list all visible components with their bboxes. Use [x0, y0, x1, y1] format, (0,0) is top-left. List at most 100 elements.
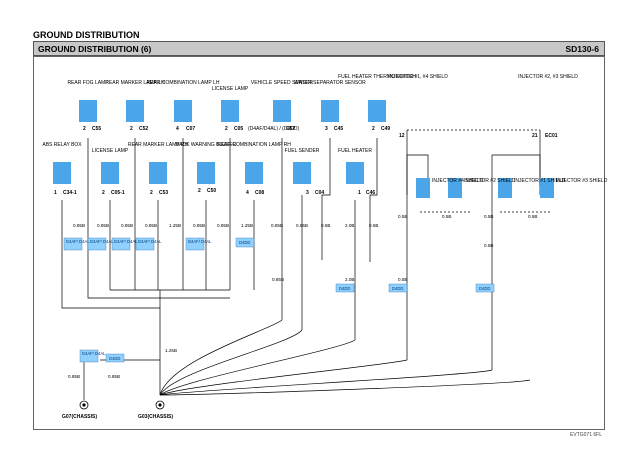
- gauge-5: 1.25B: [169, 223, 181, 228]
- license-label: LICENSE LAMP: [212, 86, 249, 92]
- inj23-label: INJECTOR #2, #3 SHIELD: [518, 74, 578, 80]
- conn-fuelheater-pin: 1: [358, 190, 361, 196]
- conn-fh-switch: C49: [381, 126, 390, 132]
- gauge-11: 0.5B: [321, 223, 330, 228]
- conn-comb-rh: C08: [255, 190, 264, 196]
- shield4-label: INJECTOR #4 SHIELD: [432, 178, 484, 184]
- wire-fan2: [159, 329, 303, 396]
- conn-license2: C05-1: [111, 190, 125, 196]
- wire-bundle: [110, 270, 255, 291]
- opt-4: D4AF/ D4AL: [138, 239, 162, 244]
- shield3-label: INJECTOR #3 SHIELD: [556, 178, 608, 184]
- conn-watersep-pin: 3: [325, 126, 328, 132]
- diagram-header-bar: GROUND DISTRIBUTION (6) SD130-6: [33, 41, 605, 56]
- gauge-12: 2.0B: [345, 223, 354, 228]
- marker-rh-label: REAR MARKER LAMP RH: [128, 142, 189, 148]
- opt-6: D4DD: [239, 240, 250, 245]
- opt-5: D4AF/ D4AL: [188, 239, 212, 244]
- vss-note: (D4AF/D4AL) / (D4DD): [248, 126, 299, 132]
- conn-comb-lh-pin: 4: [176, 126, 179, 132]
- rear-marker-lamp-rh: [149, 162, 167, 184]
- ground-g03-label: G03(CHASSIS): [138, 414, 173, 420]
- wire-fan1: [159, 319, 283, 396]
- conn-rear-fog: C55: [92, 126, 101, 132]
- opt-9: D4DD: [479, 286, 490, 291]
- opt-3: D4AF/ D4AL: [114, 239, 138, 244]
- rear-combination-lamp-lh: [174, 100, 192, 122]
- gauge-lower-3: 0.5B: [398, 277, 407, 282]
- conn-abs: C34-1: [63, 190, 77, 196]
- opt-10: D4AF/ D4AL: [82, 351, 106, 356]
- marker-lh-label: REAR MARKER LAMP LH: [105, 80, 165, 86]
- ground-g03-icon: [155, 400, 165, 410]
- rear-marker-lamp-lh: [126, 100, 144, 122]
- ground-g07-icon: [79, 400, 89, 410]
- vss-label: VEHICLE SPEED SENSOR: [251, 80, 314, 86]
- shield1-label: INJECTOR #1 SHIELD: [514, 178, 566, 184]
- gauge-7: 0.85B: [217, 223, 229, 228]
- fuel-sender: [293, 162, 311, 184]
- opt-2: D4AF/ D4AL: [90, 239, 114, 244]
- conn-vss: C57: [286, 126, 295, 132]
- fh-switch-label: FUEL HEATER THERMO SWITCH: [338, 74, 416, 80]
- wire-fan5: [159, 369, 493, 396]
- conn-marker-lh: C52: [139, 126, 148, 132]
- conn-rear-fog-pin: 2: [83, 126, 86, 132]
- conn-fuelheater: C46: [366, 190, 375, 196]
- conn-inj23: EC01: [545, 133, 558, 139]
- opt-1: D4AF/ D4AL: [66, 239, 90, 244]
- gauge-9: 0.85B: [271, 223, 283, 228]
- wire-fan3: [159, 339, 356, 396]
- section-title: GROUND DISTRIBUTION: [33, 30, 140, 40]
- conn-abs-pin: 1: [54, 190, 57, 196]
- conn-buzzer-pin: 2: [198, 188, 201, 194]
- conn-license-pin: 2: [225, 126, 228, 132]
- gauge-4: 0.85B: [145, 223, 157, 228]
- license2-label: LICENSE LAMP: [92, 148, 129, 154]
- gauge-15: 0.5B: [442, 214, 451, 219]
- watersep-label: WATER SEPARATOR SENSOR: [294, 80, 366, 86]
- rear-fog-label: REAR FOG LAMP: [67, 80, 109, 86]
- gauge-g07: 0.85B: [68, 374, 80, 379]
- rear-fog-lamp: [79, 100, 97, 122]
- gauge-17: 0.5B: [528, 214, 537, 219]
- license-lamp: [221, 100, 239, 122]
- conn-marker-rh-pin: 2: [150, 190, 153, 196]
- conn-watersep: C45: [334, 126, 343, 132]
- gauge-6: 0.85B: [193, 223, 205, 228]
- fuel-sender-label: FUEL SENDER: [285, 148, 320, 154]
- wire-rear-fog: [87, 138, 230, 299]
- injector-3-shield: [540, 178, 554, 198]
- gauge-13: 0.5B: [369, 223, 378, 228]
- ground-g07-label: G07(CHASSIS): [62, 414, 97, 420]
- fuel-heater-thermo-switch: [368, 100, 386, 122]
- gauge-g03: 0.85B: [108, 374, 120, 379]
- conn-marker-rh: C53: [159, 190, 168, 196]
- back-warning-buzzer: [197, 162, 215, 184]
- diagram-frame: [33, 56, 605, 430]
- gauge-1: 0.85B: [73, 223, 85, 228]
- gauge-14: 0.5B: [398, 214, 407, 219]
- gauge-16: 0.5B: [484, 214, 493, 219]
- figure-reference: EVTG071 6FL: [570, 432, 602, 438]
- license-lamp-2: [101, 162, 119, 184]
- vehicle-speed-sensor: [273, 100, 291, 122]
- opt-7: D4DD: [339, 286, 350, 291]
- fuel-heater-label: FUEL HEATER: [338, 148, 372, 154]
- conn-buzzer: C50: [207, 188, 216, 194]
- conn-comb-lh: C07: [186, 126, 195, 132]
- injector-1-shield: [498, 178, 512, 198]
- wire-abs: [61, 200, 160, 309]
- conn-inj14-pin: 12: [399, 133, 405, 139]
- gauge-18: 0.5B: [484, 243, 493, 248]
- conn-marker-lh-pin: 2: [130, 126, 133, 132]
- conn-inj23-pin: 21: [532, 133, 538, 139]
- inj14-label: INJECTOR #1, #4 SHIELD: [388, 74, 448, 80]
- gauge-2: 0.85B: [97, 223, 109, 228]
- opt-8: D4DD: [392, 286, 403, 291]
- injector-2-shield: [448, 178, 462, 198]
- wire-watersep: [321, 138, 331, 260]
- rear-combination-lamp-rh: [245, 162, 263, 184]
- wire-fan6: [159, 379, 531, 396]
